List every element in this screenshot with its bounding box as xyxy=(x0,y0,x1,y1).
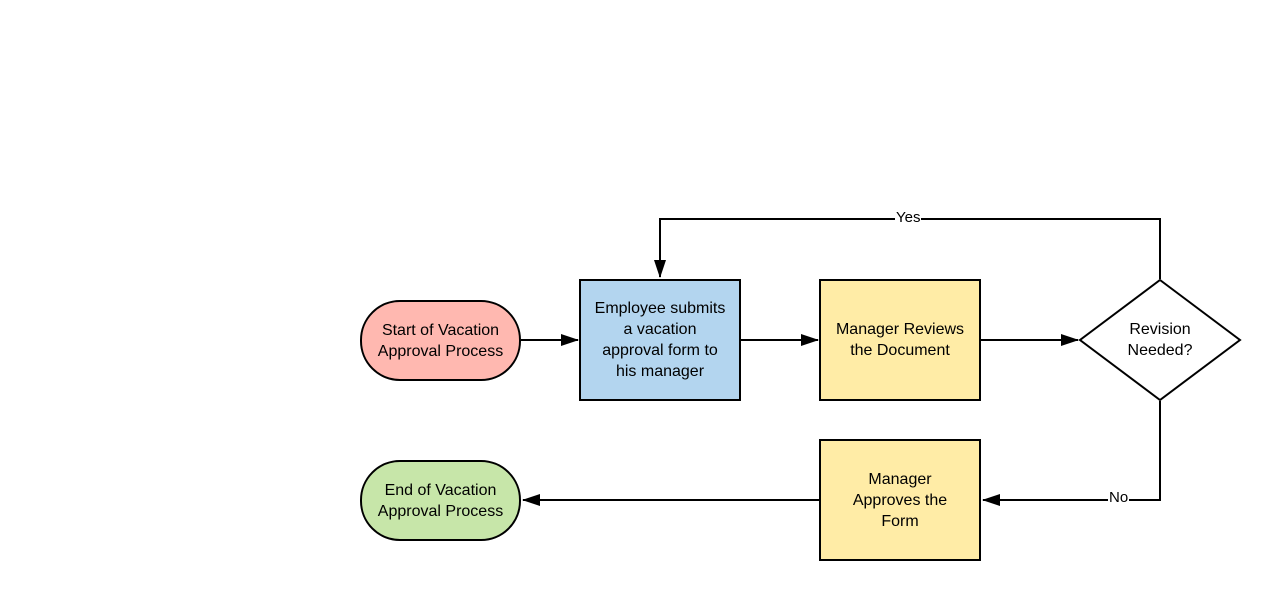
revision-needed-label: Revision Needed? xyxy=(1127,321,1193,359)
end-terminal: End of Vacation Approval Process xyxy=(360,460,521,541)
start-terminal-label: Start of Vacation Approval Process xyxy=(377,321,504,360)
manager-reviews-label: Manager Reviews the Document xyxy=(835,321,965,359)
employee-submits-label: Employee submits a vacation approval for… xyxy=(594,300,726,380)
edge-decision-no-to-approve xyxy=(982,401,1161,506)
end-terminal-label: End of Vacation Approval Process xyxy=(377,481,504,520)
manager-reviews-process: Manager Reviews the Document xyxy=(819,279,981,401)
start-terminal: Start of Vacation Approval Process xyxy=(360,300,521,381)
no-edge-label: No xyxy=(1108,489,1130,506)
edge-decision-yes-to-employee xyxy=(654,218,1161,279)
decision-diamond xyxy=(1078,278,1242,402)
yes-edge-label: Yes xyxy=(895,209,922,226)
manager-approves-label: Manager Approves the Form xyxy=(852,470,948,530)
manager-approves-process: Manager Approves the Form xyxy=(819,439,981,561)
employee-submits-process: Employee submits a vacation approval for… xyxy=(579,279,741,401)
